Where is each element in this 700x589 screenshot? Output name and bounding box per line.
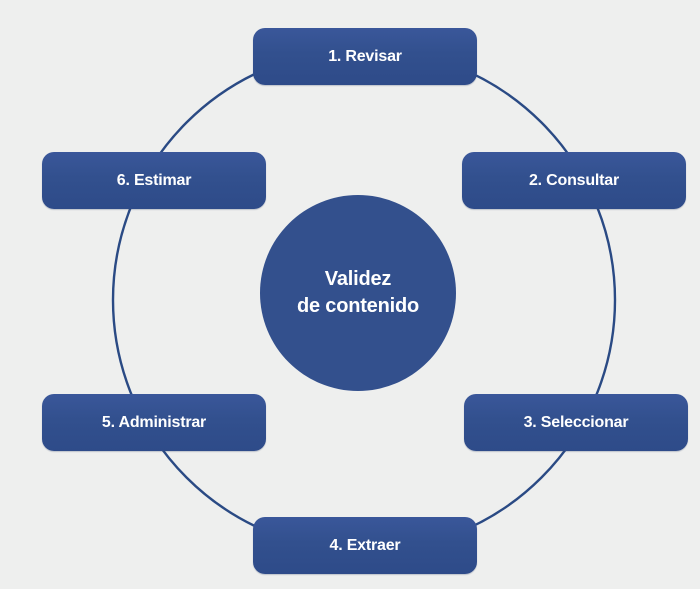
center-circle: Validez de contenido	[260, 195, 456, 391]
step-label-extraer: 4. Extraer	[329, 536, 401, 554]
step-label-estimar: 6. Estimar	[116, 171, 192, 189]
step-label-revisar: 1. Revisar	[328, 47, 402, 65]
step-label-seleccionar: 3. Seleccionar	[523, 413, 629, 431]
step-box-extraer: 4. Extraer	[253, 517, 477, 574]
step-box-estimar: 6. Estimar	[42, 152, 266, 209]
step-box-administrar: 5. Administrar	[42, 394, 266, 451]
step-box-revisar: 1. Revisar	[253, 28, 477, 85]
step-box-seleccionar: 3. Seleccionar	[464, 394, 688, 451]
center-title-line2: de contenido	[296, 295, 420, 317]
center-title-line1: Validez	[324, 268, 392, 290]
step-label-consultar: 2. Consultar	[528, 171, 620, 189]
step-label-administrar: 5. Administrar	[101, 413, 207, 431]
step-box-consultar: 2. Consultar	[462, 152, 686, 209]
